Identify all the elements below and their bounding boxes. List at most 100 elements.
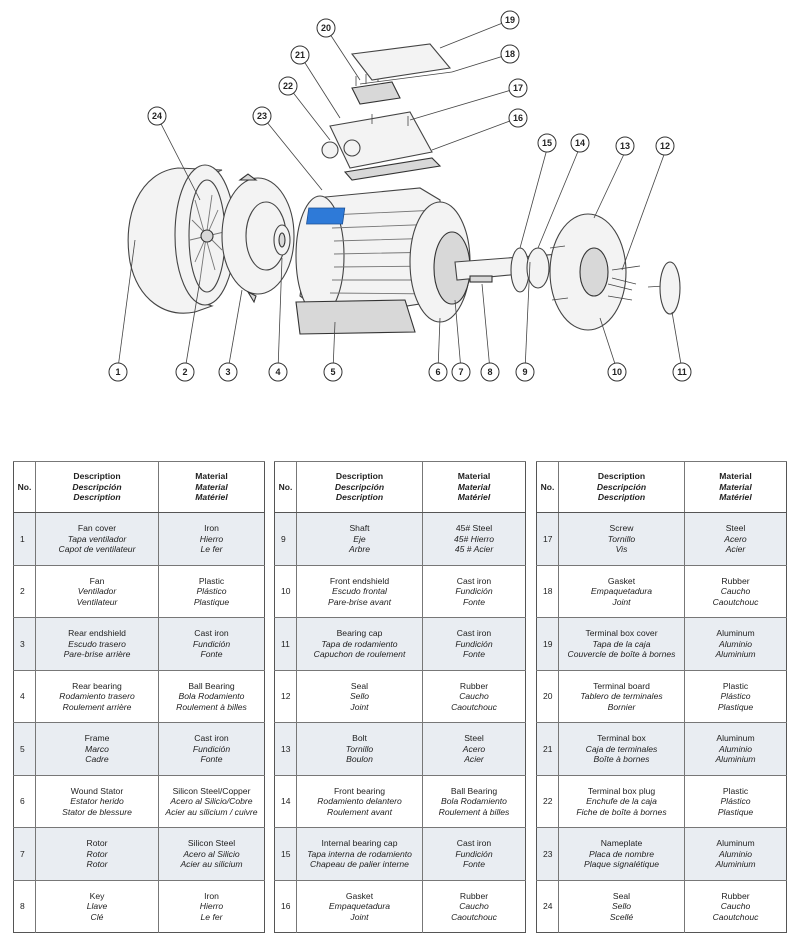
description-fr: Ventilateur [76, 596, 118, 607]
callout-18: 18 [500, 44, 520, 64]
material-fr: Fonte [463, 649, 485, 659]
description-es: Tornillo [607, 533, 636, 544]
callout-7-label: 7 [458, 367, 463, 377]
material-en: Iron [204, 890, 219, 901]
part-number: 18 [536, 564, 559, 618]
material-en: Cast iron [456, 838, 492, 848]
description-es: Escudo trasero [68, 638, 126, 649]
part-number: 20 [536, 669, 559, 723]
description-es: Sello [611, 901, 632, 911]
description-es: Empaquetadura [590, 586, 653, 596]
material-en: Rubber [721, 575, 750, 586]
description-en: Seal [612, 890, 631, 901]
callout-21-label: 21 [295, 50, 305, 60]
part-number: 10 [274, 564, 297, 618]
material-en: Rubber [459, 890, 489, 901]
callout-18-label: 18 [505, 49, 515, 59]
material-en: Aluminum [716, 838, 755, 848]
material-en: Ball Bearing [450, 785, 498, 796]
description-en: Frame [84, 733, 110, 743]
part-number: 6 [13, 774, 36, 828]
front-endshield-part [549, 213, 633, 331]
material-es: Aluminio [719, 848, 752, 859]
description-en: Shaft [349, 523, 370, 533]
part-number: 19 [536, 617, 559, 670]
header-mat-es: Material [457, 481, 491, 492]
callout-12-label: 12 [660, 141, 670, 151]
callout-15: 15 [537, 133, 557, 153]
callout-2-label: 2 [182, 367, 187, 377]
material-fr: Acier [725, 544, 746, 554]
description-fr: Rotor [86, 859, 108, 869]
material-en: Plastic [722, 785, 749, 796]
description-en: Key [89, 890, 105, 901]
description-es: Estator herido [70, 796, 124, 806]
description-en: Front bearing [333, 785, 386, 796]
description-fr: Pare-brise arrière [63, 649, 131, 659]
callout-11: 11 [672, 362, 692, 382]
description-fr: Pare-brise avant [327, 596, 392, 607]
callout-10: 10 [607, 362, 627, 382]
description-en: Nameplate [600, 838, 643, 848]
callout-15-label: 15 [542, 138, 552, 148]
callout-1: 1 [108, 362, 128, 382]
callout-17-label: 17 [513, 83, 523, 93]
callout-23: 23 [252, 106, 272, 126]
description-en: Terminal box cover [585, 628, 658, 638]
material-en: Plastic [198, 575, 225, 586]
material-fr: Caoutchouc [451, 911, 497, 922]
callout-1-label: 1 [115, 367, 120, 377]
callout-14: 14 [570, 133, 590, 153]
material-fr: Plastique [717, 806, 754, 817]
material-en: Ball Bearing [188, 680, 235, 691]
description-es: Tornillo [345, 743, 374, 754]
callout-2: 2 [175, 362, 195, 382]
callout-8: 8 [480, 362, 500, 382]
material-fr: Plastique [717, 701, 754, 712]
part-number: 4 [13, 669, 36, 723]
material-fr: Fonte [463, 596, 485, 607]
callout-5: 5 [323, 362, 343, 382]
part-number: 17 [536, 512, 559, 565]
description-es: Ventilador [77, 586, 117, 596]
header-desc-fr: Description [73, 492, 121, 503]
description-es: Rodamiento trasero [59, 691, 135, 701]
material-fr: Aluminium [715, 754, 756, 764]
callout-23-label: 23 [257, 111, 267, 121]
header-mat-en: Material [195, 471, 228, 482]
callout-21: 21 [290, 45, 310, 65]
description-es: Placa de nombre [589, 848, 654, 859]
material-fr: Caoutchouc [712, 596, 759, 607]
part-number: 1 [13, 512, 36, 565]
part-number: 3 [13, 617, 36, 670]
header-mat-fr: Matériel [719, 492, 752, 503]
material-es: Plástico [720, 796, 751, 806]
material-es: Plástico [720, 691, 751, 701]
description-fr: Capot de ventilateur [58, 544, 136, 554]
callout-9: 9 [515, 362, 535, 382]
material-es: Caucho [459, 691, 489, 701]
description-es: Tapa de rodamiento [321, 638, 398, 649]
material-fr: Roulement à billes [438, 806, 510, 817]
terminal-cover-part [350, 43, 453, 85]
material-en: Aluminum [716, 733, 755, 743]
description-fr: Vis [615, 544, 628, 554]
material-es: Fundición [455, 586, 493, 596]
